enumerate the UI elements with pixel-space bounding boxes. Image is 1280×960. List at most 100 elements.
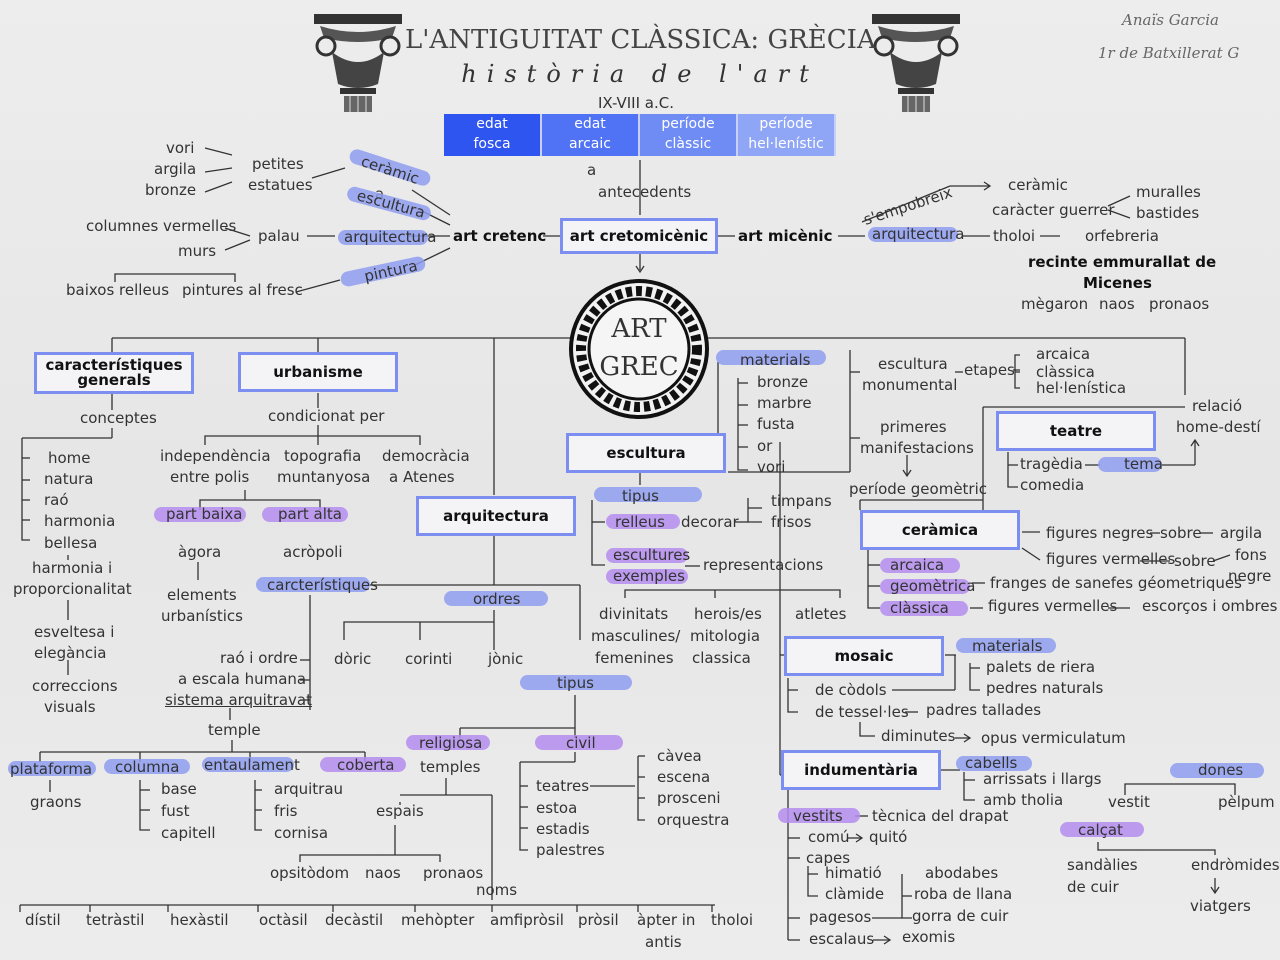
- esc-geometric: període geomètric: [849, 480, 988, 498]
- arq-civil-item: estadis: [536, 820, 590, 838]
- esc-monumental-2: monumental: [862, 376, 958, 394]
- arq-civil-item: teatres: [536, 777, 590, 795]
- esc-divinitats-1: divinitats: [599, 605, 669, 623]
- arq-graons: graons: [30, 793, 82, 811]
- ind-dones: dones: [1198, 761, 1244, 779]
- esc-mat-item: marbre: [757, 394, 812, 412]
- cretenc-petites: petites: [252, 155, 304, 173]
- cretenc-vori: vori: [166, 139, 195, 157]
- esc-tipus: tipus: [622, 487, 659, 505]
- esc-exemples: exemples: [613, 567, 685, 585]
- emblem-line-2: GREC: [599, 352, 679, 382]
- ind-vestits: vestits: [793, 807, 843, 825]
- period-line-1: període: [661, 116, 715, 132]
- period-line-2: fosca: [473, 136, 511, 152]
- micenic-arquitectura: arquitectura: [872, 225, 965, 243]
- cer-escorcos: escorços i ombres: [1142, 597, 1278, 615]
- period-line-2: hel·lenístic: [748, 136, 824, 152]
- period-line-1: període: [759, 116, 813, 132]
- mos-mat-item: palets de riera: [986, 658, 1096, 676]
- mos-codols: de còdols: [815, 681, 887, 699]
- esc-materials: materials: [740, 351, 811, 369]
- ind-gorra: gorra de cuir: [912, 907, 1009, 925]
- cer-sobre-2: sobre: [1174, 552, 1216, 570]
- urbanisme-demo-1: democràcia: [382, 447, 470, 465]
- cretenc-bronze: bronze: [145, 181, 197, 199]
- arq-entaulament: entaulament: [204, 756, 300, 774]
- node-art-cretomicenic: art cretomicènic: [560, 218, 718, 254]
- micenic-naos: naos: [1099, 295, 1135, 313]
- micenic-pronaos: pronaos: [1149, 295, 1210, 313]
- micenic-ceramic: ceràmic: [1008, 176, 1068, 194]
- emblem-line-1: ART: [611, 314, 667, 344]
- temple-name: mehòpter: [401, 911, 475, 929]
- esc-herois-2: mitologia: [690, 627, 761, 645]
- cretenc-estatues: estatues: [248, 176, 313, 194]
- cer-fverm-2: figures vermelles: [988, 597, 1118, 615]
- column-capital-left: [312, 12, 404, 112]
- arq-civil-item: estoa: [536, 799, 578, 817]
- column-capital-icon: [314, 14, 402, 112]
- urbanisme-agora: àgora: [178, 543, 222, 561]
- arq-col-item: capitell: [161, 824, 216, 842]
- micenic-caracter: caràcter guerrer: [992, 201, 1115, 219]
- urbanisme-part-baixa: part baixa: [166, 505, 243, 523]
- esc-mat-item: vori: [757, 458, 786, 476]
- ind-sandalies-1: sandàlies: [1067, 856, 1138, 874]
- arq-ent-item: cornisa: [274, 824, 329, 842]
- date-range: IX-VIII a.C.: [598, 94, 674, 112]
- node-caracteristiques: característiques generals: [34, 352, 194, 394]
- arq-teatre-item: prosceni: [657, 789, 721, 807]
- arq-religiosa: religiosa: [419, 734, 483, 752]
- urbanisme-elements-2: urbanístics: [161, 607, 243, 625]
- esc-representacions: representacions: [703, 556, 824, 574]
- urbanisme-indep-1: independència: [160, 447, 271, 465]
- arq-jonic: jònic: [488, 650, 524, 668]
- esc-herois-3: classica: [692, 649, 751, 667]
- teatre-relacio-2: home-destí: [1176, 418, 1261, 436]
- cretenc-arquitectura: arquitectura: [344, 228, 437, 246]
- author-name: Anaïs Garcia: [1122, 11, 1219, 29]
- cer-negre: negre: [1228, 567, 1272, 585]
- cer-argila: argila: [1220, 524, 1263, 542]
- node-indumentaria: indumentària: [781, 750, 941, 790]
- mos-tesseles: de tessel·les: [815, 703, 909, 721]
- temple-name: tetràstil: [86, 911, 145, 929]
- conceptes-item: bellesa: [44, 534, 98, 552]
- temple-name: hexàstil: [170, 911, 229, 929]
- arq-civil: civil: [566, 734, 596, 752]
- correccions-2: visuals: [44, 698, 96, 716]
- teatre-relacio-1: relació: [1192, 397, 1243, 415]
- mos-materials: materials: [972, 637, 1043, 655]
- node-teatre: teatre: [996, 411, 1156, 451]
- ind-sandalies-2: de cuir: [1067, 878, 1119, 896]
- page-title: L'ANTIGUITAT CLÀSSICA: GRÈCIA: [405, 25, 876, 55]
- cer-sobre-1: sobre: [1160, 524, 1202, 542]
- micenic-recinte-2: Micenes: [1083, 274, 1152, 292]
- conceptes-item: harmonia: [44, 512, 116, 530]
- esc-etapa-item: clàssica: [1036, 363, 1095, 381]
- ind-exomis: exomis: [902, 928, 956, 946]
- arq-opistodom: opsitòdom: [270, 864, 350, 882]
- urbanisme-topo-2: muntanyosa: [277, 468, 371, 486]
- caracteristiques-title-1: característiques: [45, 356, 183, 374]
- cer-fnegres: figures negres: [1046, 524, 1154, 542]
- urbanisme-elements-1: elements: [167, 586, 237, 604]
- ind-tecnica: tècnica del drapat: [872, 807, 1009, 825]
- column-capital-icon: [872, 14, 960, 112]
- arq-naos: naos: [365, 864, 401, 882]
- temple-name: pròsil: [578, 911, 619, 929]
- urbanisme-indep-2: entre polis: [170, 468, 250, 486]
- temple-name: decàstil: [325, 911, 384, 929]
- mos-mat-item: pedres naturals: [986, 679, 1104, 697]
- esc-relleus: relleus: [615, 513, 665, 531]
- temple-name: amfipròsil: [490, 911, 564, 929]
- esveltesa-2: elegància: [34, 644, 107, 662]
- arq-escala: a escala humana: [178, 670, 307, 688]
- micenic-megaron: mègaron: [1021, 295, 1089, 313]
- arq-noms: noms: [476, 881, 518, 899]
- node-ceramica: ceràmica: [860, 510, 1020, 550]
- mos-diminutes: diminutes: [881, 727, 956, 745]
